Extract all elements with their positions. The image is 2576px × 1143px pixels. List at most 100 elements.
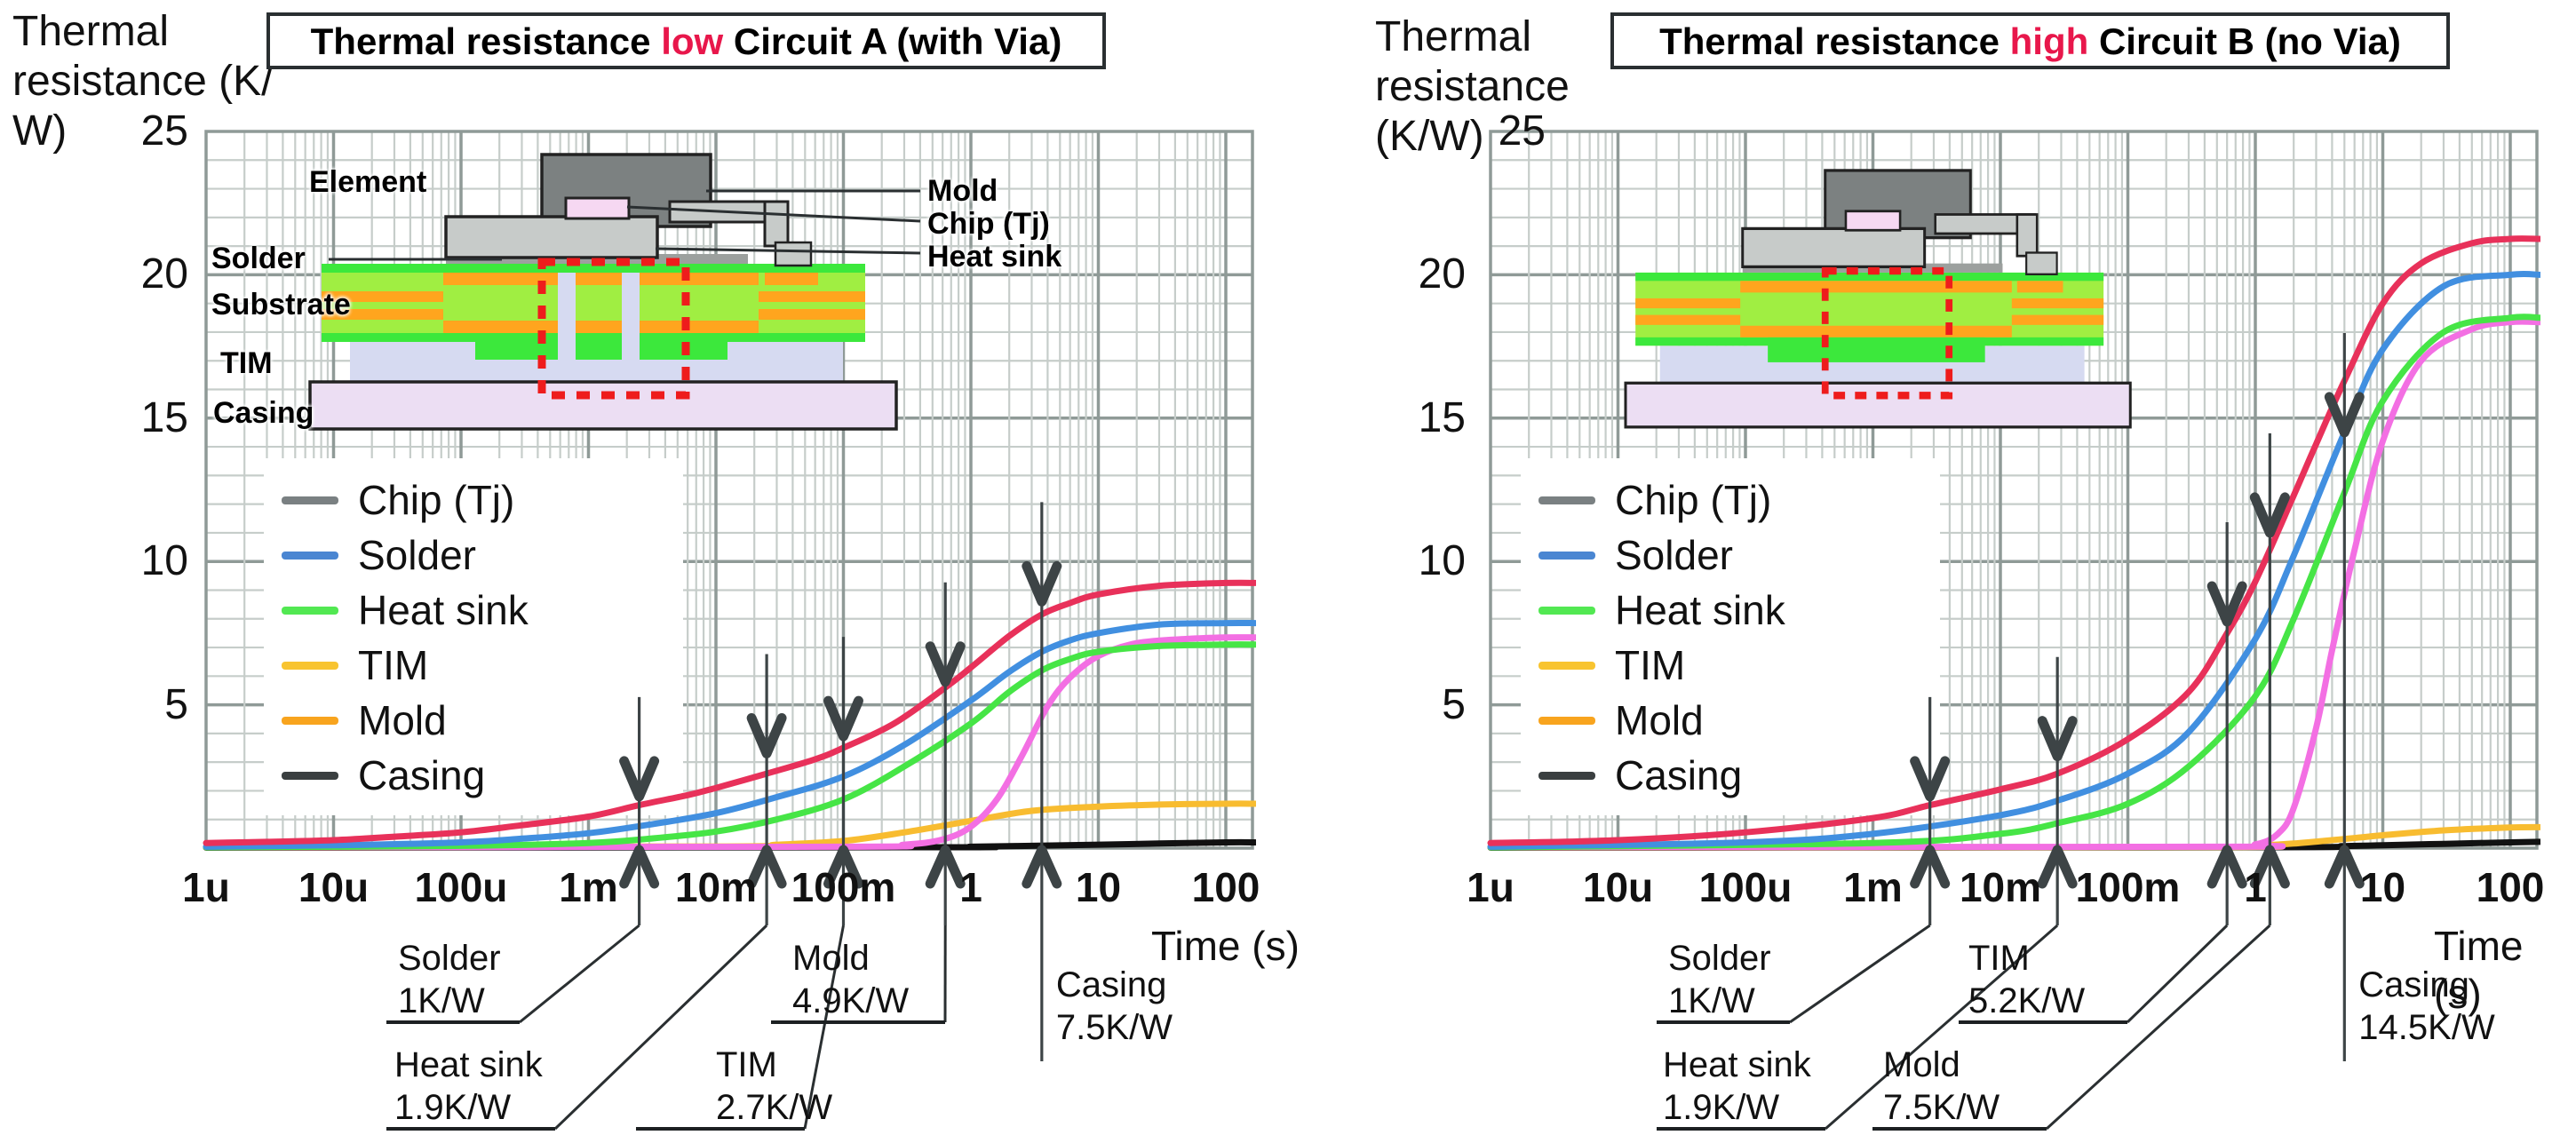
annotation-underline	[636, 1127, 805, 1131]
legend-swatch	[1538, 606, 1595, 615]
tim-layer	[350, 342, 843, 382]
substrate-layer	[1635, 272, 2104, 346]
marker-down-arrow-icon	[1022, 560, 1062, 607]
copper-trace	[1635, 314, 1741, 325]
heatsink-plate	[1741, 226, 1927, 269]
title-highlight: low	[661, 20, 724, 62]
y-tick-label: 15	[1418, 393, 1466, 441]
package-cross-section-inset	[1624, 169, 2132, 429]
inset-label-chip: Chip (Tj)	[927, 207, 1050, 241]
marker-down-arrow-icon	[2324, 392, 2365, 438]
annotation-underline	[386, 1127, 555, 1131]
legend-item-label: Casing	[1615, 752, 1743, 798]
copper-trace	[1740, 325, 2012, 337]
x-tick-label: 100u	[414, 864, 508, 910]
annotation-label: Heat sink	[1663, 1045, 1811, 1084]
legend-item-label: Solder	[1615, 532, 1733, 578]
legend-item-label: Mold	[1615, 697, 1704, 743]
title-text: Thermal resistance	[1659, 20, 2010, 62]
casing-layer	[308, 380, 898, 431]
x-tick-label: 10	[1075, 864, 1122, 910]
annotation-label: TIM	[716, 1045, 777, 1084]
annotation-value: 1K/W	[398, 981, 485, 1020]
solder-layer	[446, 254, 748, 264]
x-tick-label: 100u	[1698, 864, 1793, 910]
legend-item: Heat sink	[1521, 583, 1940, 638]
substrate-bottom-mask	[1635, 337, 2104, 346]
annotation-value: 14.5K/W	[2358, 1008, 2495, 1047]
copper-trace	[2011, 314, 2104, 325]
substrate-top-mask	[1635, 272, 2104, 282]
substrate-center-block	[1768, 337, 1985, 362]
x-tick-label: 10	[2359, 864, 2406, 910]
annotation-label: Casing	[1055, 965, 1167, 1004]
annotation-underline	[1657, 1020, 1790, 1024]
y-axis-title-line: resistance (K/	[12, 58, 274, 105]
legend-item-label: Heat sink	[1615, 587, 1785, 633]
x-tick-label: 10u	[298, 864, 370, 910]
legend-swatch	[1538, 661, 1595, 670]
legend-item: Casing	[1521, 748, 1940, 803]
right-y-axis-title: Thermal resistance (K/W)	[1375, 12, 1570, 162]
heatsink-plate	[444, 215, 659, 259]
legend-item-label: Mold	[358, 697, 447, 743]
legend-swatch	[1538, 771, 1595, 780]
annotation-value: 5.2K/W	[1968, 981, 2086, 1020]
substrate-layer	[322, 264, 865, 342]
y-axis-title-line: (K/W)	[1375, 113, 1484, 160]
left-y-axis-title: Thermal resistance (K/ W)	[12, 7, 273, 156]
left-chart-title: Thermal resistance low Circuit A (with V…	[266, 12, 1106, 69]
inset-label-heatsink: Heat sink	[927, 240, 1062, 274]
y-tick-label: 20	[1418, 250, 1466, 298]
chip-die	[564, 196, 631, 220]
annotation-value: 1K/W	[1668, 981, 1755, 1020]
lead-vertical	[2015, 213, 2039, 258]
legend-item: Mold	[1521, 693, 1940, 748]
inset-label-mold: Mold	[927, 174, 998, 208]
marker-down-arrow-icon	[2206, 581, 2247, 627]
inset-label-tim: TIM	[220, 346, 273, 380]
legend-swatch	[282, 716, 338, 725]
substrate-center-block	[475, 333, 727, 360]
inset-label-element: Element	[309, 165, 427, 199]
tim-layer	[1659, 345, 2085, 384]
legend-swatch	[1538, 716, 1595, 725]
solder-layer	[1742, 263, 2003, 273]
legend-swatch	[282, 606, 338, 615]
legend-swatch	[1538, 551, 1595, 560]
copper-trace	[443, 273, 759, 285]
y-tick-label: 20	[140, 250, 188, 298]
annotation-label: Casing	[2358, 965, 2469, 1004]
casing-layer	[1624, 381, 2132, 429]
copper-pad	[765, 273, 818, 285]
y-tick-label: 10	[140, 537, 188, 585]
legend-item: Heat sink	[264, 583, 683, 638]
copper-pad	[2016, 281, 2063, 293]
annotation-value: 7.5K/W	[1883, 1088, 2000, 1127]
y-tick-label: 10	[1418, 537, 1466, 585]
annotation-underline	[1959, 1020, 2127, 1024]
legend-item: TIM	[1521, 638, 1940, 693]
annotation-leader-line	[1789, 924, 1931, 1024]
legend-item-label: TIM	[358, 642, 429, 688]
legend-item-label: TIM	[1615, 642, 1686, 688]
via-region-dotted-box	[1821, 266, 1953, 400]
legend-item: Solder	[264, 528, 683, 583]
legend-item: Chip (Tj)	[264, 472, 683, 528]
copper-trace	[2011, 298, 2104, 309]
thermal-via	[622, 273, 640, 360]
x-tick-label: 1u	[1467, 864, 1515, 910]
legend-item: Casing	[264, 748, 683, 803]
annotation-casing: Casing 14.5K/W	[2358, 964, 2494, 1049]
legend-swatch	[1538, 496, 1595, 504]
inset-label-casing: Casing	[213, 396, 314, 430]
legend-swatch	[282, 551, 338, 560]
